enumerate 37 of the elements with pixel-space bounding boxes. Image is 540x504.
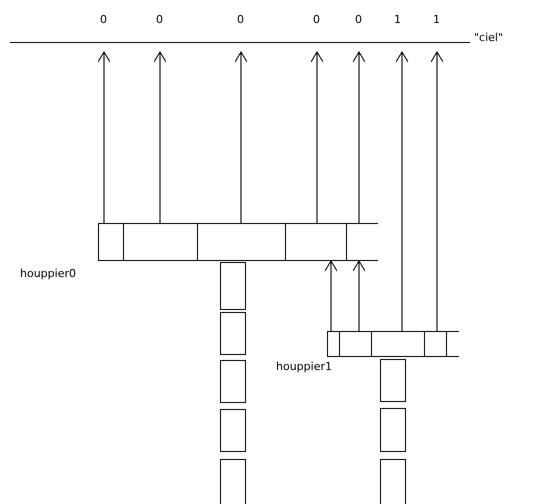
arrow <box>352 52 366 224</box>
crown-cell <box>123 223 197 261</box>
arrow <box>324 260 338 332</box>
bit-value: 1 <box>394 13 401 26</box>
bit-value: 0 <box>237 13 244 26</box>
bit-value: 0 <box>100 13 107 26</box>
crown-cell <box>371 331 424 357</box>
crown-cell <box>446 331 459 357</box>
arrow <box>430 52 444 332</box>
bit-value: 1 <box>433 13 440 26</box>
arrow <box>234 52 248 224</box>
arrow <box>396 52 408 332</box>
crown-cell <box>424 331 446 357</box>
trunk-segment-box <box>380 408 406 452</box>
crown-cell <box>98 223 123 261</box>
node-label: houppier1 <box>276 360 332 373</box>
trunk-segment-box <box>220 312 246 355</box>
trunk-segment-box <box>220 459 246 504</box>
arrow <box>352 260 366 332</box>
arrow <box>98 52 110 224</box>
trunk-segment-box <box>220 262 246 310</box>
crown-cell <box>285 223 346 261</box>
crown-cell <box>346 223 378 261</box>
arrow <box>310 52 324 224</box>
trunk-segment-box <box>220 409 246 452</box>
node-label: houppier0 <box>20 267 76 280</box>
trunk-segment-box <box>380 359 406 402</box>
trunk-segment-box <box>220 360 246 403</box>
arrow <box>154 52 166 224</box>
bit-value: 0 <box>156 13 163 26</box>
crown-cell <box>339 331 371 357</box>
bit-value: 0 <box>313 13 320 26</box>
crown-cell <box>197 223 285 261</box>
bit-value: 0 <box>355 13 362 26</box>
line-label: "ciel" <box>474 31 504 44</box>
crown-cell <box>327 331 339 357</box>
trunk-segment-box <box>380 459 406 504</box>
